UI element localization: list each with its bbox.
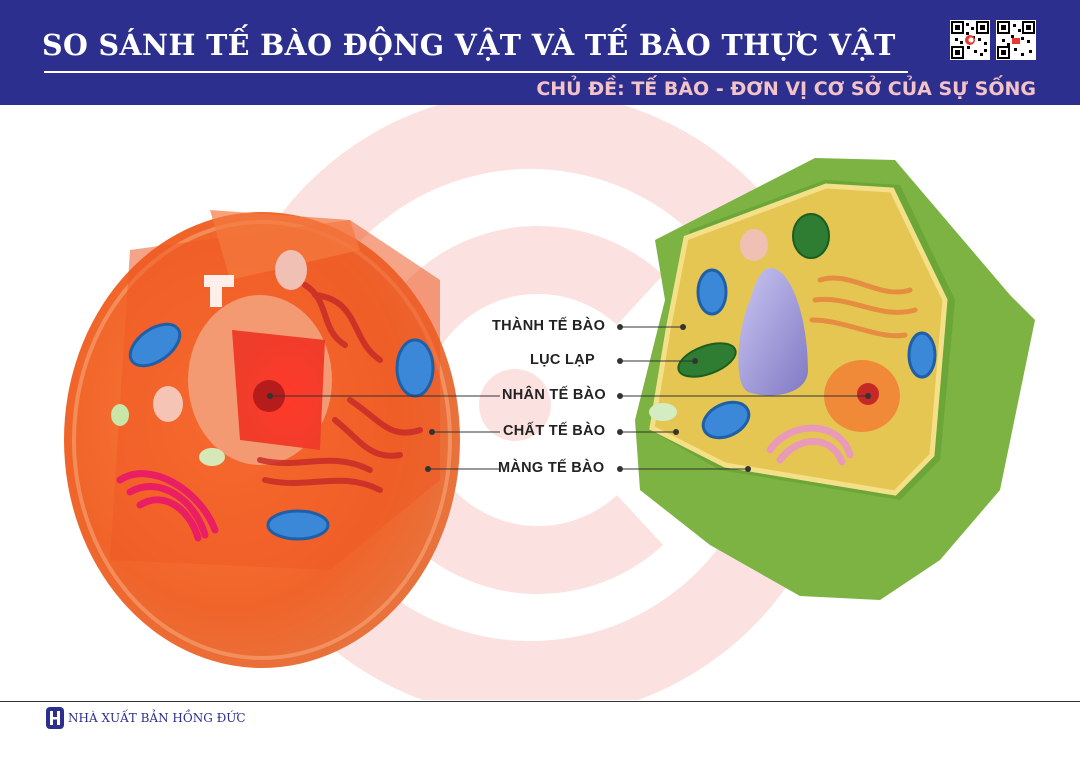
page-title: SO SÁNH TẾ BÀO ĐỘNG VẬT VÀ TẾ BÀO THỰC V… <box>42 28 896 62</box>
label-cell-wall: THÀNH TẾ BÀO <box>492 318 606 334</box>
footer-divider <box>0 701 1080 702</box>
label-nucleus: NHÂN TẾ BÀO <box>502 387 606 403</box>
plant-cell <box>635 158 1035 600</box>
cell-comparison-diagram <box>64 105 1035 700</box>
publisher-name: NHÀ XUẤT BẢN HỒNG ĐỨC <box>68 711 246 725</box>
label-chloroplast: LỤC LẠP <box>530 352 595 368</box>
publisher-logo-icon <box>46 707 64 729</box>
page-subtitle: CHỦ ĐỀ: TẾ BÀO - ĐƠN VỊ CƠ SỞ CỦA SỰ SỐN… <box>536 78 1036 100</box>
qr-code-icon[interactable] <box>950 20 990 60</box>
label-cell-membrane: MÀNG TẾ BÀO <box>498 460 605 476</box>
animal-cell <box>64 210 460 668</box>
publisher: NHÀ XUẤT BẢN HỒNG ĐỨC <box>46 707 246 729</box>
label-cytoplasm: CHẤT TẾ BÀO <box>503 423 606 439</box>
header-banner: SO SÁNH TẾ BÀO ĐỘNG VẬT VÀ TẾ BÀO THỰC V… <box>0 0 1080 105</box>
qr-code-icon[interactable] <box>996 20 1036 60</box>
title-underline <box>44 71 908 73</box>
